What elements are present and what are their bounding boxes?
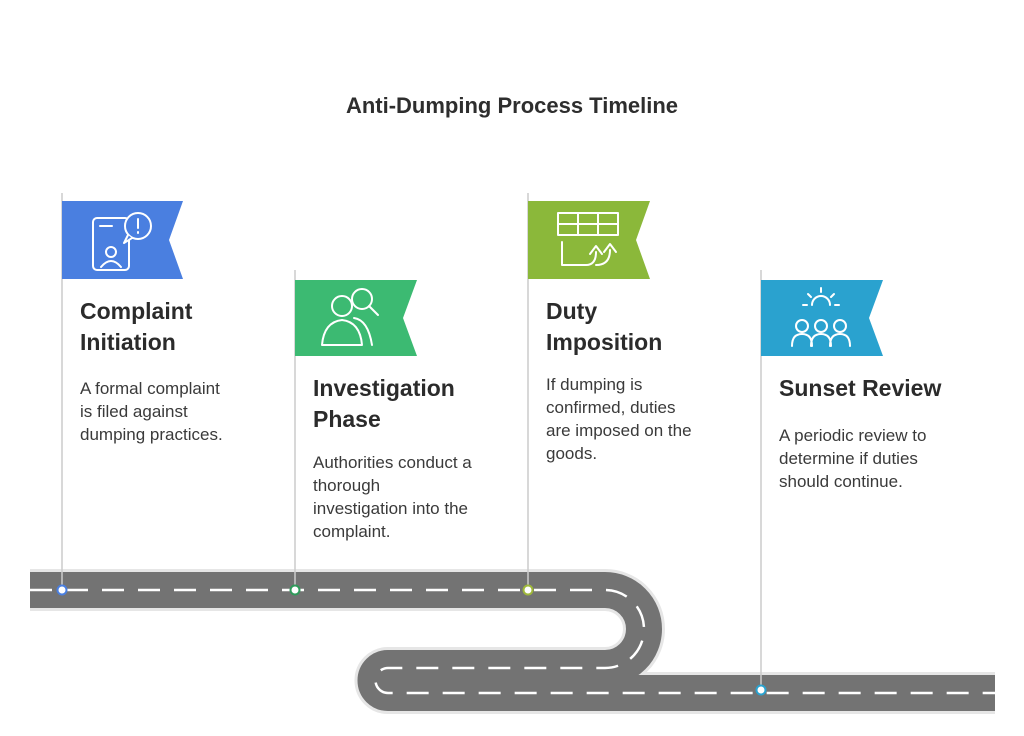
stage-1-title-line-1: Complaint [80,298,193,324]
stage-3-desc-line: are imposed on the [546,421,692,440]
stage-flag [761,280,883,356]
stage-investigation-phase [289,270,417,596]
stage-2-desc-line: Authorities conduct a [313,453,472,472]
stage-2-description: Authorities conduct a thorough investiga… [313,451,472,543]
complaint-phone-icon [92,212,152,271]
stage-2-title-line-1: Investigation [313,375,455,401]
stage-4-desc-line: A periodic review to [779,426,927,445]
stage-4-desc-line: determine if duties [779,449,918,468]
table-arrows-icon [557,212,619,266]
road [30,569,995,714]
road-surface [30,572,995,711]
stage-2-title: Investigation Phase [313,373,513,435]
road-center-dashes [30,588,995,695]
stage-marker [755,684,767,696]
stage-1-description: A formal complaint is filed against dump… [80,377,223,446]
stage-4-title-line-1: Sunset Review [779,375,942,401]
stage-1-desc-line: is filed against [80,402,188,421]
stage-3-desc-line: goods. [546,444,598,463]
stage-3-title-line-1: Duty [546,298,598,324]
stage-3-title-line-2: Imposition [546,329,663,355]
stage-marker [289,584,301,596]
stage-2-title-line-2: Phase [313,406,381,432]
stage-1-desc-line: dumping practices. [80,425,223,444]
stage-3-description: If dumping is confirmed, duties are impo… [546,373,692,465]
stage-flag [62,201,183,279]
stage-3-desc-line: confirmed, duties [546,398,676,417]
stage-1-desc-line: A formal complaint [80,379,220,398]
stage-duty-imposition [522,193,650,596]
stage-3-desc-line: If dumping is [546,375,643,394]
stage-marker [522,584,534,596]
stage-4-desc-line: should continue. [779,472,903,491]
stage-marker [56,584,68,596]
stage-sunset-review [755,270,883,696]
sunset-group-icon [791,287,851,347]
stage-2-desc-line: investigation into the [313,499,468,518]
stage-2-desc-line: thorough [313,476,381,495]
stage-1-title-line-2: Initiation [80,329,176,355]
stage-3-title: Duty Imposition [546,296,746,358]
stage-4-title: Sunset Review [779,373,979,404]
stage-4-description: A periodic review to determine if duties… [779,424,926,493]
investigation-people-icon [321,288,379,346]
stage-2-desc-line: complaint. [313,522,391,541]
stage-complaint-initiation [56,193,183,596]
stage-1-title: Complaint Initiation [80,296,280,358]
diagram-title: Anti-Dumping Process Timeline [345,93,679,118]
